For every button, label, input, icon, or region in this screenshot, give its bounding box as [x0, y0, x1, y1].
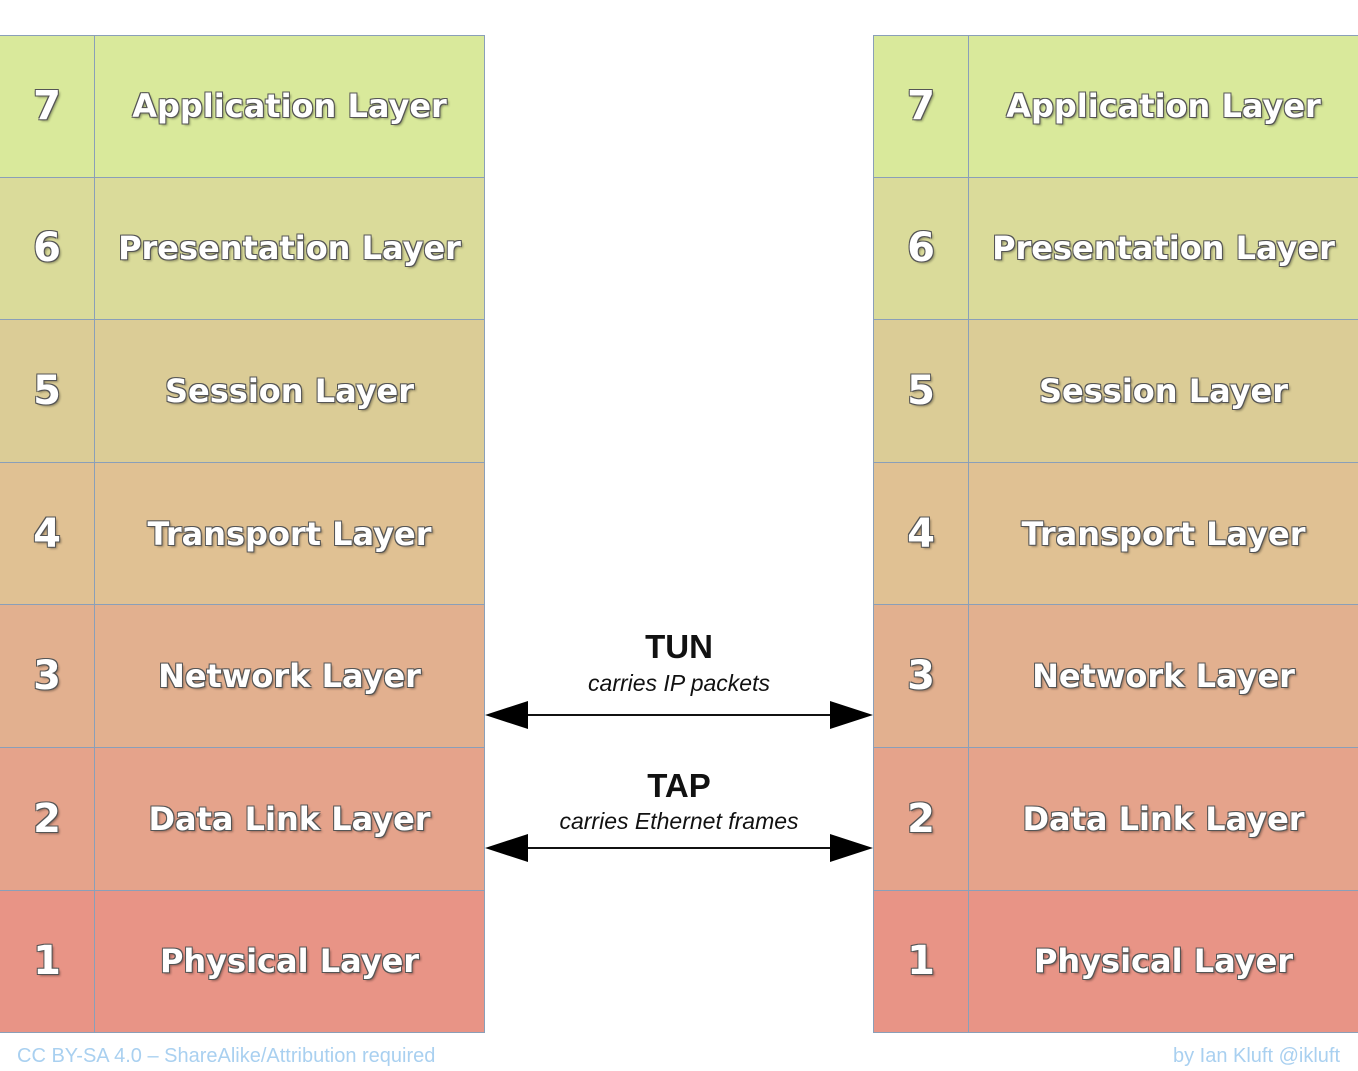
layer-row-4: 4 Transport Layer [873, 462, 1358, 606]
layer-row-6: 6 Presentation Layer [0, 177, 485, 321]
layer-name: Transport Layer [1021, 514, 1306, 553]
layer-name: Application Layer [132, 87, 447, 126]
layer-number: 2 [907, 795, 935, 842]
layer-row-5: 5 Session Layer [0, 320, 485, 463]
author-footer: by Ian Kluft @ikluft [1172, 1045, 1340, 1067]
layer-number: 1 [907, 938, 935, 985]
tap-arrow [485, 834, 873, 862]
layer-row-1: 1 Physical Layer [0, 890, 485, 1034]
layer-name: Transport Layer [147, 514, 432, 553]
tun-subtitle: carries IP packets [588, 670, 770, 696]
layer-name: Presentation Layer [992, 229, 1335, 268]
layer-number: 4 [907, 510, 935, 557]
layer-row-2: 2 Data Link Layer [873, 747, 1358, 891]
tap-title: TAP [647, 767, 711, 804]
arrowhead-right-icon [830, 701, 873, 729]
layer-row-7: 7 Application Layer [873, 35, 1358, 178]
layer-row-5: 5 Session Layer [873, 320, 1358, 463]
layer-row-4: 4 Transport Layer [0, 462, 485, 606]
layer-name: Session Layer [164, 371, 415, 410]
layer-number: 2 [33, 795, 61, 842]
layer-name: Application Layer [1006, 87, 1321, 126]
arrowhead-left-icon [485, 834, 528, 862]
layer-name: Presentation Layer [118, 229, 461, 268]
arrowhead-right-icon [830, 834, 873, 862]
layer-row-1: 1 Physical Layer [873, 890, 1358, 1034]
layer-name: Data Link Layer [1022, 799, 1305, 838]
arrowhead-left-icon [485, 701, 528, 729]
layer-name: Physical Layer [1033, 942, 1294, 981]
layer-name: Physical Layer [159, 942, 420, 981]
layer-number: 1 [33, 938, 61, 985]
tun-arrow [485, 701, 873, 729]
layer-row-3: 3 Network Layer [0, 605, 485, 748]
license-footer: CC BY-SA 4.0 – ShareAlike/Attribution re… [17, 1045, 436, 1067]
layer-name: Network Layer [158, 657, 421, 696]
tap-subtitle: carries Ethernet frames [559, 808, 799, 834]
layer-row-2: 2 Data Link Layer [0, 747, 485, 891]
layer-row-3: 3 Network Layer [873, 605, 1358, 748]
layer-name: Data Link Layer [148, 799, 431, 838]
layer-row-6: 6 Presentation Layer [873, 177, 1358, 321]
layer-number: 7 [907, 83, 935, 130]
layer-row-7: 7 Application Layer [0, 35, 485, 178]
layer-number: 3 [907, 653, 935, 700]
osi-stack-right: 7 Application Layer 6 Presentation Layer… [873, 35, 1358, 1034]
tun-title: TUN [645, 628, 713, 665]
layer-number: 7 [33, 83, 61, 130]
layer-number: 5 [907, 367, 935, 414]
layer-number: 6 [33, 225, 61, 272]
layer-name: Network Layer [1032, 657, 1295, 696]
layer-number: 6 [907, 225, 935, 272]
layer-number: 5 [33, 367, 61, 414]
layer-number: 3 [33, 653, 61, 700]
layer-name: Session Layer [1038, 371, 1289, 410]
layer-number: 4 [33, 510, 61, 557]
osi-stack-left: 7 Application Layer 6 Presentation Layer… [0, 35, 485, 1034]
